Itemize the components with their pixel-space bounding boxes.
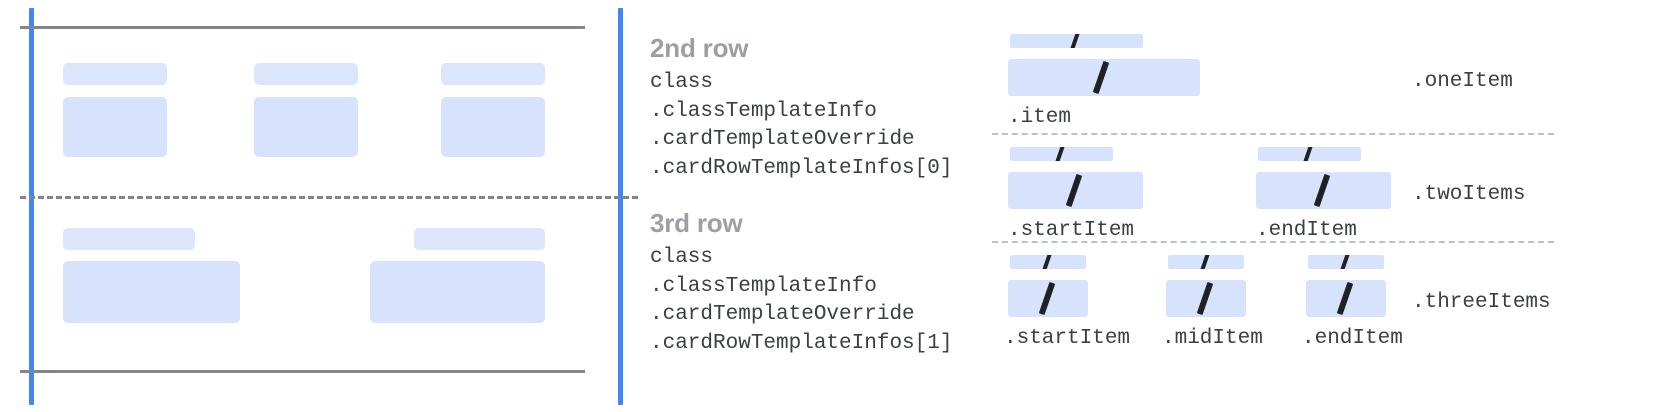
card-row-divider: [20, 196, 638, 199]
annotation-code-line-1: class: [650, 246, 714, 269]
card-bottom-rule: [20, 370, 585, 373]
annotation-code-line-4: .cardRowTemplateInfos[1]: [650, 331, 953, 355]
template-variant-two-items: .startItem .endItem .twoItems: [980, 133, 1676, 243]
annotation-code-line-2: .classTemplateInfo: [650, 274, 877, 298]
slot-bar: [1308, 255, 1384, 269]
row-2-col-1-box: [63, 97, 167, 157]
slash-icon: [1038, 281, 1056, 316]
row-3-col-1-bar: [63, 228, 195, 250]
slash-icon: [1065, 173, 1083, 208]
row-3-col-1-box: [63, 261, 240, 323]
template-separator-2: [992, 241, 1554, 243]
slot-label: .midItem: [1162, 327, 1263, 350]
slash-icon: [1302, 147, 1314, 161]
slash-icon: [1092, 60, 1110, 95]
slot-box: [1008, 172, 1143, 209]
annotation-heading: 3rd row: [650, 208, 743, 238]
annotation-heading: 2nd row: [650, 33, 749, 63]
annotation-3rd-row: 3rd row class .classTemplateInfo .cardTe…: [650, 208, 952, 358]
slot-box: [1166, 280, 1246, 317]
row-2-col-1-bar: [63, 63, 167, 85]
slot-bar: [1168, 255, 1244, 269]
slot-label: .startItem: [1008, 219, 1135, 242]
slash-icon: [1196, 281, 1214, 316]
card-preview-diagram: [0, 0, 640, 412]
row-2-col-3-box: [441, 97, 545, 157]
slash-icon: [1339, 255, 1351, 269]
slash-icon: [1054, 147, 1066, 161]
annotation-code-line-2: .classTemplateInfo: [650, 99, 877, 123]
template-variant-label: .threeItems: [1412, 291, 1551, 314]
slash-icon: [1069, 34, 1081, 48]
card-left-guide-line: [29, 8, 34, 405]
row-2-col-2-bar: [254, 63, 358, 85]
template-variant-three-items: .startItem .midItem .endItem: [980, 241, 1676, 371]
row-3-col-2-bar: [414, 228, 545, 250]
template-variant-one-item: .item .oneItem: [980, 0, 1676, 130]
row-2-col-3-bar: [441, 63, 545, 85]
card-right-guide-line: [618, 8, 623, 405]
slash-icon: [1336, 281, 1354, 316]
annotation-code-line-3: .cardTemplateOverride: [650, 128, 915, 151]
slot-box: [1306, 280, 1386, 317]
slot-bar: [1010, 34, 1143, 48]
slot-bar: [1010, 255, 1086, 269]
slash-icon: [1041, 255, 1053, 269]
row-3-col-2-box: [370, 261, 545, 323]
slash-icon: [1199, 255, 1211, 269]
slot-box: [1008, 280, 1088, 317]
slot-bar: [1010, 147, 1113, 161]
slot-label: .endItem: [1302, 327, 1403, 350]
slot-label: .startItem: [1004, 327, 1131, 350]
annotation-code-line-4: .cardRowTemplateInfos[0]: [650, 156, 953, 180]
annotation-code-line-1: class: [650, 71, 714, 94]
template-separator-1: [992, 133, 1554, 135]
row-template-variants: .item .oneItem .startItem: [980, 0, 1676, 412]
template-variant-label: .twoItems: [1412, 183, 1526, 206]
row-2-col-2-box: [254, 97, 358, 157]
annotation-2nd-row: 2nd row class .classTemplateInfo .cardTe…: [650, 33, 952, 183]
slash-icon: [1313, 173, 1331, 208]
slot-box: [1008, 59, 1200, 96]
slot-label: .endItem: [1256, 219, 1357, 242]
slot-box: [1256, 172, 1391, 209]
annotation-code-line-3: .cardTemplateOverride: [650, 303, 915, 326]
template-variant-label: .oneItem: [1412, 70, 1513, 93]
slot-label: .item: [1008, 106, 1072, 129]
slot-bar: [1258, 147, 1361, 161]
card-top-rule: [20, 26, 585, 29]
